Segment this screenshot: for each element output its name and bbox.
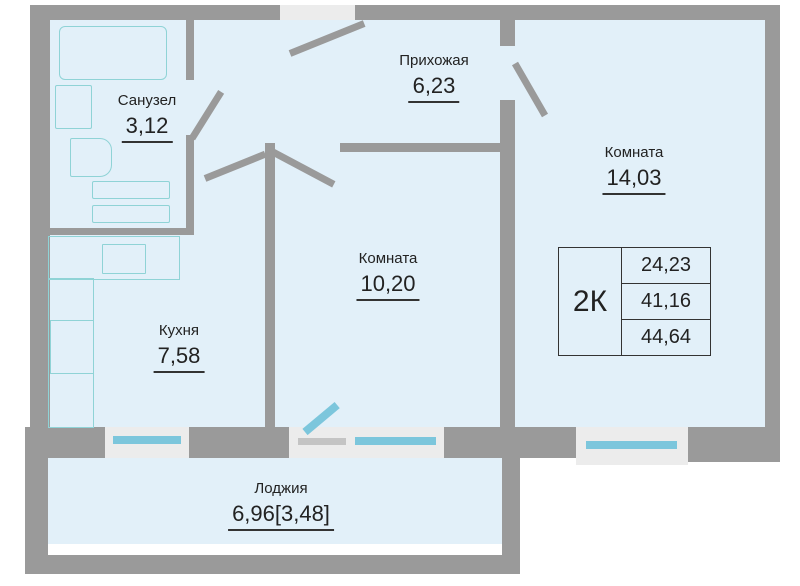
toilet-icon <box>70 138 112 177</box>
bathtub-icon <box>59 26 167 80</box>
room-area: 14,03 <box>602 165 666 195</box>
wall <box>265 143 275 430</box>
wall <box>502 458 520 574</box>
window-glass <box>355 437 436 445</box>
washing-dryer-icon <box>92 205 170 223</box>
room-area: 6,23 <box>408 73 460 103</box>
wall <box>340 143 505 152</box>
wall <box>189 427 289 458</box>
entrance-doorway <box>280 5 355 20</box>
wall <box>30 5 280 20</box>
room-area: 7,58 <box>153 343 205 373</box>
wall <box>25 427 105 458</box>
kitchen-sink-icon <box>102 244 146 274</box>
room-name: Санузел <box>117 92 177 109</box>
living-area: 24,23 <box>622 248 710 284</box>
washing-dryer-icon <box>92 181 170 199</box>
room-area: 3,12 <box>121 113 173 143</box>
room-name: Комната <box>604 144 664 161</box>
room-label-hallway: Прихожая 6,23 <box>399 52 469 103</box>
room-label-loggia: Лоджия 6,96[3,48] <box>228 480 334 531</box>
wall <box>48 228 194 235</box>
wall <box>500 18 515 46</box>
wall <box>688 427 780 462</box>
wall <box>765 5 780 455</box>
total-area: 41,16 <box>622 284 710 320</box>
wall <box>500 100 515 430</box>
room-name: Лоджия <box>254 480 308 497</box>
room-area: 10,20 <box>356 271 420 301</box>
room-label-room-small: Комната 10,20 <box>356 250 420 301</box>
room-name: Комната <box>358 250 418 267</box>
apartment-info-box: 2К 24,23 41,16 44,64 <box>558 247 711 356</box>
sink-icon <box>55 85 92 129</box>
room-label-kitchen: Кухня 7,58 <box>153 322 205 373</box>
wall <box>30 5 50 430</box>
room-label-room-large: Комната 14,03 <box>602 144 666 195</box>
balcony-door-leaf <box>298 438 346 445</box>
wall <box>355 5 780 20</box>
room-label-bathroom: Санузел 3,12 <box>118 92 176 143</box>
room-name: Прихожая <box>399 52 469 69</box>
apartment-floor <box>48 18 768 428</box>
window-glass <box>586 441 677 449</box>
kitchen-counter <box>48 236 180 280</box>
stove-icon <box>50 320 94 374</box>
wall <box>25 555 520 574</box>
wall <box>186 135 194 235</box>
wall <box>186 18 194 80</box>
window-glass <box>113 436 181 444</box>
room-name: Кухня <box>158 322 200 339</box>
apartment-type: 2К <box>559 248 622 355</box>
room-area: 6,96[3,48] <box>228 501 334 531</box>
total-area-with-loggia: 44,64 <box>640 326 692 348</box>
wall <box>444 427 576 458</box>
wall <box>25 458 48 574</box>
